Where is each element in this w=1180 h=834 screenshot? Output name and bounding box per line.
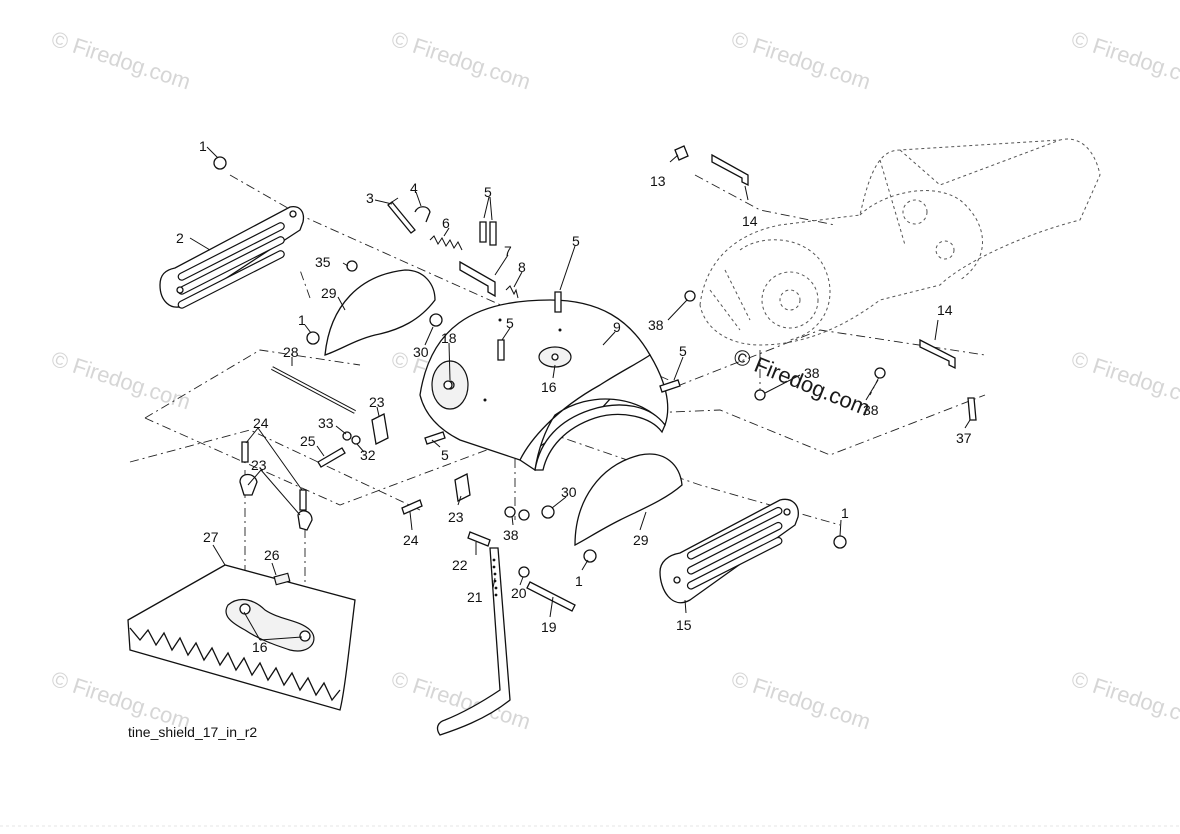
watermark-text: © Firedog.com	[728, 26, 873, 94]
tiller-transmission-frame	[699, 138, 1101, 346]
callout-38: 38	[863, 402, 879, 418]
firedog-logo-watermark: © Firedog.com	[730, 343, 873, 420]
drawing-caption: tine_shield_17_in_r2	[128, 724, 257, 740]
logo-watermark-text: © Firedog.com	[730, 343, 873, 420]
callout-1: 1	[199, 138, 207, 154]
watermark-text: © Firedog.com	[388, 26, 533, 94]
callout-38: 38	[503, 527, 519, 543]
callout-5: 5	[506, 315, 514, 331]
callout-19: 19	[541, 619, 557, 635]
side-cover-left	[324, 269, 436, 356]
callout-5: 5	[484, 184, 492, 200]
callout-29: 29	[321, 285, 337, 301]
callout-32: 32	[360, 447, 376, 463]
callout-5: 5	[679, 343, 687, 359]
callout-30: 30	[561, 484, 577, 500]
watermark-text: © Firedog.com	[728, 666, 873, 734]
callout-8: 8	[518, 259, 526, 275]
callout-33: 33	[318, 415, 334, 431]
drag-flap	[127, 564, 356, 711]
depth-stake	[436, 547, 511, 736]
callout-13: 13	[650, 173, 666, 189]
watermark-text: © Firedog.com	[1068, 26, 1180, 94]
callout-18: 18	[441, 330, 457, 346]
callout-16: 16	[252, 639, 268, 655]
callout-1: 1	[298, 312, 306, 328]
callout-26: 26	[264, 547, 280, 563]
callout-20: 20	[511, 585, 527, 601]
callout-15: 15	[676, 617, 692, 633]
callout-22: 22	[452, 557, 468, 573]
callout-4: 4	[410, 180, 418, 196]
side-cover-right	[574, 453, 683, 547]
callout-5: 5	[572, 233, 580, 249]
callout-6: 6	[442, 215, 450, 231]
callout-2: 2	[176, 230, 184, 246]
callout-30: 30	[413, 344, 429, 360]
hardware	[213, 145, 977, 612]
callout-28: 28	[283, 344, 299, 360]
callout-37: 37	[956, 430, 972, 446]
callout-14: 14	[742, 213, 758, 229]
callout-9: 9	[613, 319, 621, 335]
callout-14: 14	[937, 302, 953, 318]
callout-21: 21	[467, 589, 483, 605]
callout-7: 7	[504, 243, 512, 259]
callout-38: 38	[804, 365, 820, 381]
callout-25: 25	[300, 433, 316, 449]
callout-27: 27	[203, 529, 219, 545]
callout-1: 1	[575, 573, 583, 589]
leader-lines	[189, 146, 971, 641]
watermark-text: © Firedog.com	[48, 26, 193, 94]
callout-24: 24	[253, 415, 269, 431]
callout-23: 23	[251, 457, 267, 473]
callout-16: 16	[541, 379, 557, 395]
callout-23: 23	[369, 394, 385, 410]
callout-35: 35	[315, 254, 331, 270]
watermark-text: © Firedog.com	[48, 346, 193, 414]
skid-plate-right	[659, 498, 799, 604]
skid-plate-left	[159, 206, 305, 309]
callout-29: 29	[633, 532, 649, 548]
watermark-text: © Firedog.com	[1068, 666, 1180, 734]
callout-labels: 1 2 3 4 5 6 7 8 5 35 29 1 28 30 18 5 16 …	[176, 138, 972, 655]
watermark-text: © Firedog.com	[1068, 346, 1180, 414]
tine-shield-hood	[419, 299, 669, 472]
callout-23: 23	[448, 509, 464, 525]
callout-5: 5	[441, 447, 449, 463]
callout-38: 38	[648, 317, 664, 333]
callout-1: 1	[841, 505, 849, 521]
callout-24: 24	[403, 532, 419, 548]
callout-3: 3	[366, 190, 374, 206]
